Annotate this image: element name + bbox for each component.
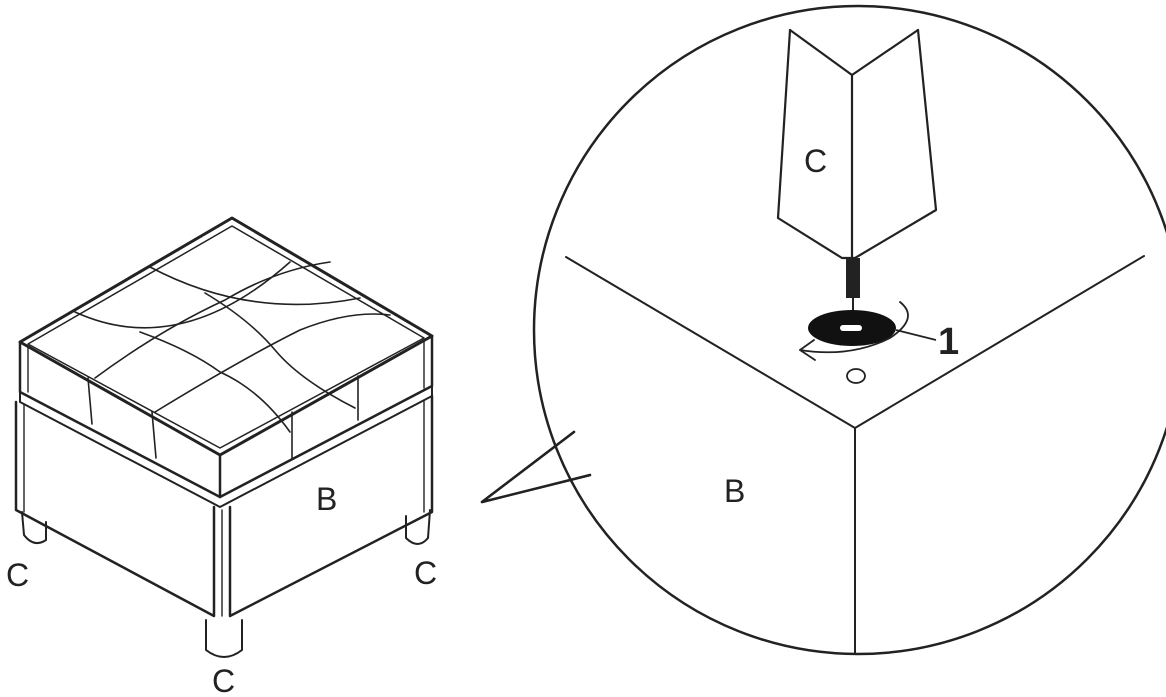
rotation-arrow (799, 301, 909, 354)
ottoman-illustration: B C C C (6, 216, 437, 697)
detail-circle (532, 4, 1166, 656)
ottoman-leg-right (405, 509, 431, 545)
label-detail-body-b: B (724, 473, 745, 509)
label-leg-front-c: C (212, 663, 235, 697)
detail-callout: C B 1 (480, 4, 1166, 656)
label-detail-leg-c: C (804, 143, 827, 179)
leg-bolt (846, 258, 860, 298)
washer-leader (895, 329, 937, 341)
ottoman-leg-left (21, 511, 47, 545)
detail-corner-edges (565, 255, 1145, 655)
ottoman-leg-front (205, 619, 243, 658)
label-body-b: B (316, 481, 337, 517)
label-leg-left-c: C (6, 557, 29, 593)
cushion-tufting (74, 261, 391, 433)
detail-leg (776, 28, 938, 260)
cushion-side-left (18, 340, 222, 499)
base-box (14, 394, 434, 618)
label-washer-1: 1 (938, 321, 959, 363)
cushion-side-right (218, 334, 434, 499)
base-band (19, 385, 433, 508)
label-leg-right-c: C (414, 555, 437, 591)
mounting-hole (846, 368, 866, 384)
